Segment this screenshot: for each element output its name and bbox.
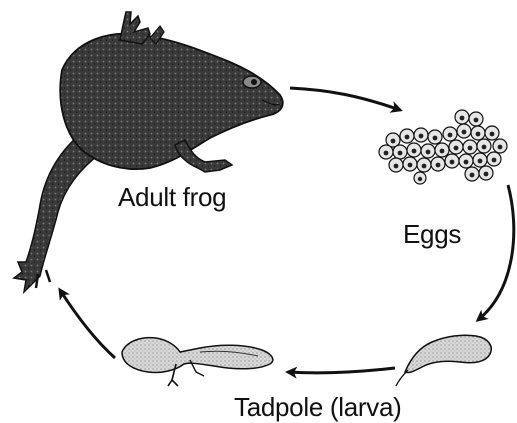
adult-frog-label: Adult frog xyxy=(118,184,226,210)
arrow-eggs-to-tadpole xyxy=(478,185,514,320)
frog-eggs-icon xyxy=(379,110,507,184)
young-tadpole-icon xyxy=(396,335,491,386)
tadpole-icon xyxy=(122,338,273,386)
adult-frog-icon xyxy=(14,12,283,292)
arrow-adult-to-eggs xyxy=(290,88,400,110)
arrow-tadpole-to-larva xyxy=(288,368,395,373)
arrow-larva-to-adult xyxy=(60,290,115,358)
tadpole-label: Tadpole (larva) xyxy=(234,394,401,420)
eggs-label: Eggs xyxy=(403,221,461,247)
